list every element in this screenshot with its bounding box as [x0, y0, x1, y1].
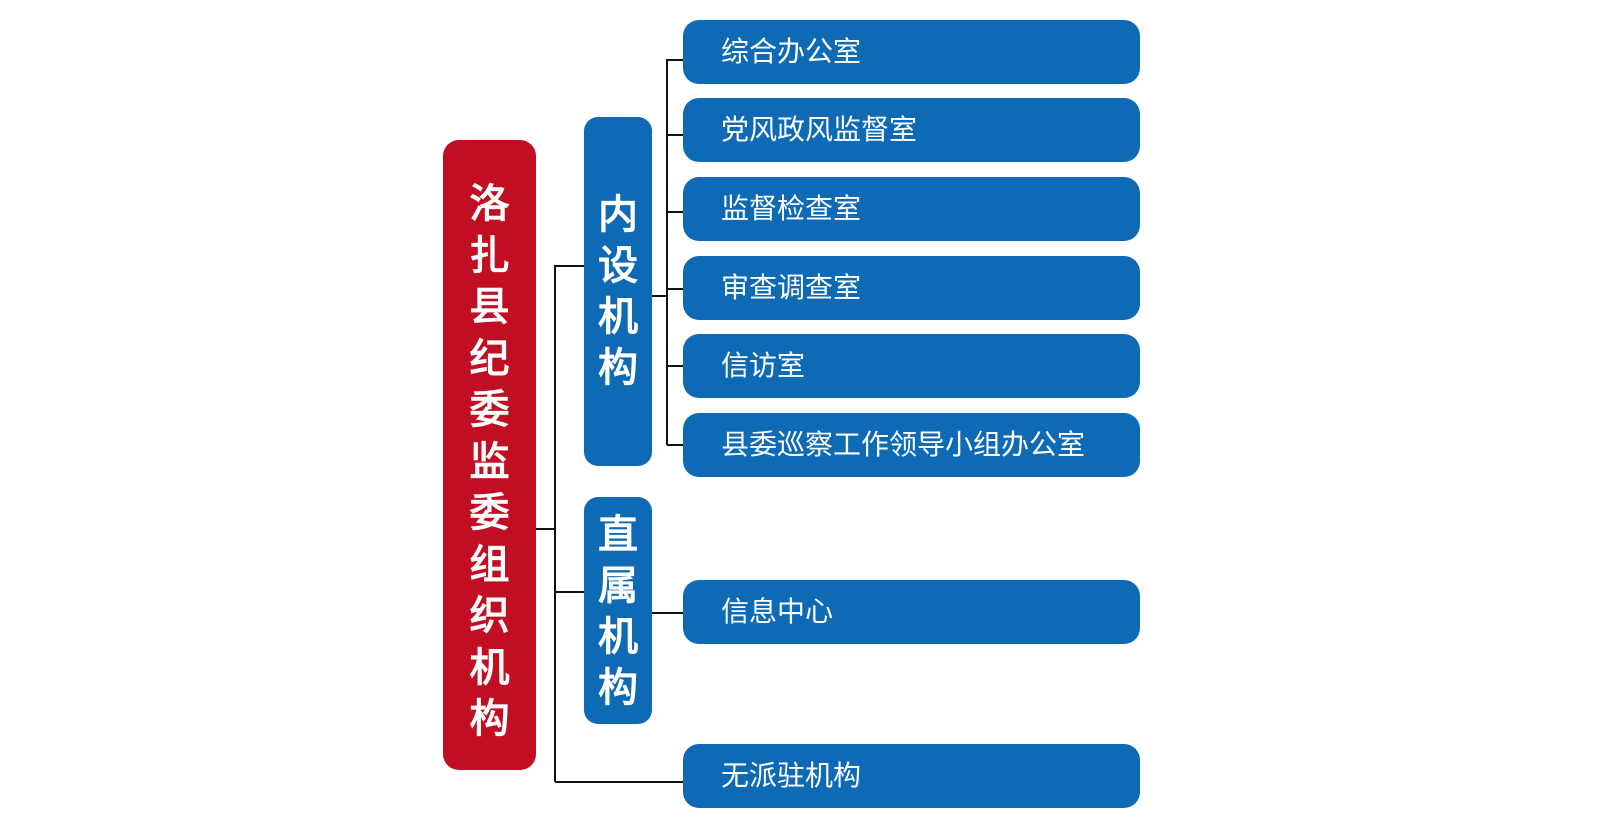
connector-to-group-1	[555, 265, 584, 267]
connector-leaf-1	[667, 59, 683, 61]
group-node-affiliated: 直属机构	[584, 497, 652, 724]
leaf-node: 综合办公室	[683, 20, 1140, 84]
connector-leaf-6	[667, 444, 683, 446]
leaf-node: 监督检查室	[683, 177, 1140, 241]
connector-leaf-2	[667, 134, 683, 136]
leaf-node: 信访室	[683, 334, 1140, 398]
leaf-node: 党风政风监督室	[683, 98, 1140, 162]
connector-to-group-2	[555, 591, 584, 593]
leaf-node: 信息中心	[683, 580, 1140, 644]
connector-main-trunk	[554, 265, 556, 782]
connector-root-out	[536, 528, 555, 530]
connector-leaf-5	[667, 365, 683, 367]
connector-leaf-3	[667, 211, 683, 213]
root-node: 洛扎县纪委监委组织机构	[443, 140, 536, 770]
group-label-internal: 内设机构	[598, 191, 638, 391]
group-label-affiliated: 直属机构	[598, 511, 638, 711]
leaf-node: 审查调查室	[683, 256, 1140, 320]
connector-to-direct-leaf	[555, 781, 683, 783]
root-label: 洛扎县纪委监委组织机构	[469, 180, 510, 742]
leaf-node: 无派驻机构	[683, 744, 1140, 808]
connector-leaf-4	[667, 288, 683, 290]
connector-group-2-leaf	[652, 612, 683, 614]
connector-group-1-trunk	[666, 59, 668, 445]
group-node-internal: 内设机构	[584, 117, 652, 466]
connector-group-1-out	[652, 295, 667, 297]
leaf-node: 县委巡察工作领导小组办公室	[683, 413, 1140, 477]
